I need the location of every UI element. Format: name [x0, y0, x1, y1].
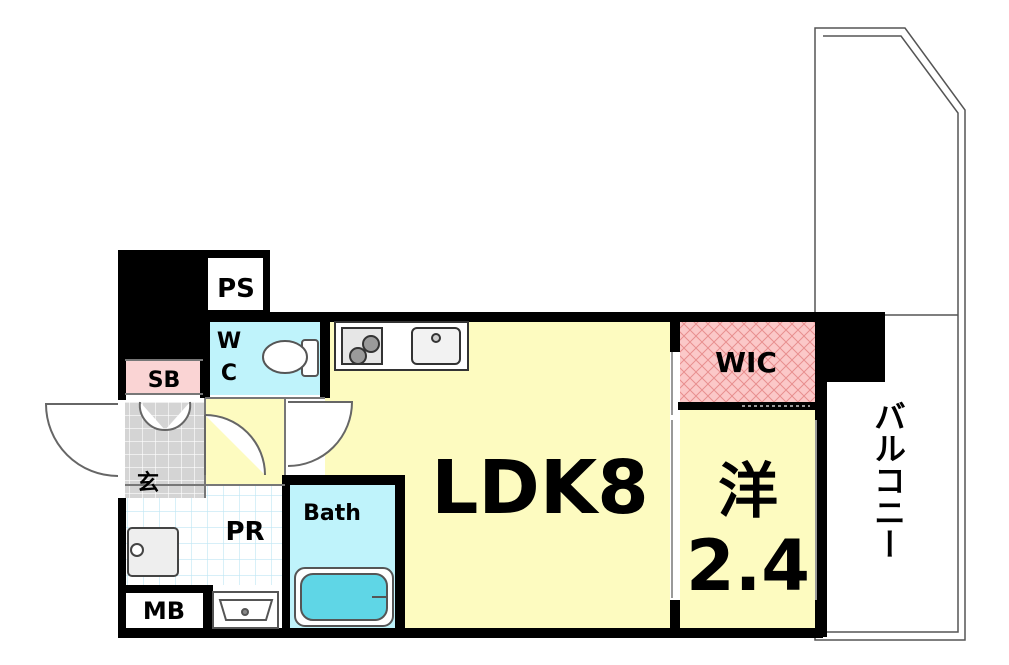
- walls: [118, 250, 885, 638]
- ps-box: [208, 258, 263, 310]
- bathtub-fixture: [294, 567, 394, 627]
- label-bath: Bath: [303, 501, 361, 526]
- washbasin-fixture: [212, 591, 279, 629]
- doors: [44, 352, 817, 600]
- label-sb: SB: [148, 368, 181, 393]
- label-wic: WIC: [715, 346, 777, 379]
- label-ps: PS: [217, 274, 255, 304]
- kitchen-counter: [334, 321, 469, 371]
- genkan-room: [125, 402, 205, 498]
- mb-box: [126, 593, 203, 628]
- label-genkan: 玄: [137, 470, 159, 496]
- sb-box: [125, 360, 203, 394]
- washer-fixture: [127, 527, 179, 577]
- toilet-fixture: [262, 339, 319, 377]
- wic-room: [680, 320, 815, 408]
- label-wc-w: W: [217, 329, 241, 354]
- label-balcony: バルコニー: [869, 400, 907, 560]
- label-pr: PR: [225, 517, 264, 547]
- yo-room: [680, 410, 815, 630]
- label-ldk: LDK8: [431, 445, 648, 531]
- label-wc-c: C: [221, 361, 237, 386]
- label-yo-size: 2.4: [686, 525, 810, 607]
- label-mb: MB: [143, 597, 185, 625]
- label-yo: 洋: [718, 457, 778, 527]
